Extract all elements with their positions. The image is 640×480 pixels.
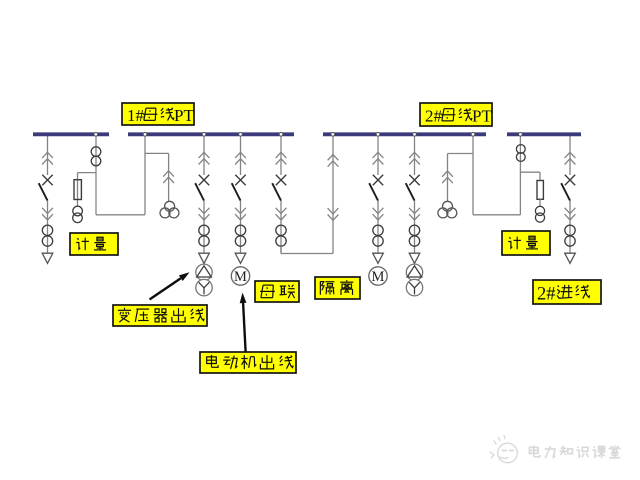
svg-text:1#: 1#	[127, 106, 145, 125]
svg-text:PT: PT	[472, 106, 492, 125]
svg-text:2#: 2#	[537, 285, 556, 305]
svg-text:M: M	[372, 269, 385, 285]
svg-text:M: M	[234, 269, 247, 285]
svg-text:2#: 2#	[425, 106, 443, 125]
svg-text:PT: PT	[174, 106, 194, 125]
